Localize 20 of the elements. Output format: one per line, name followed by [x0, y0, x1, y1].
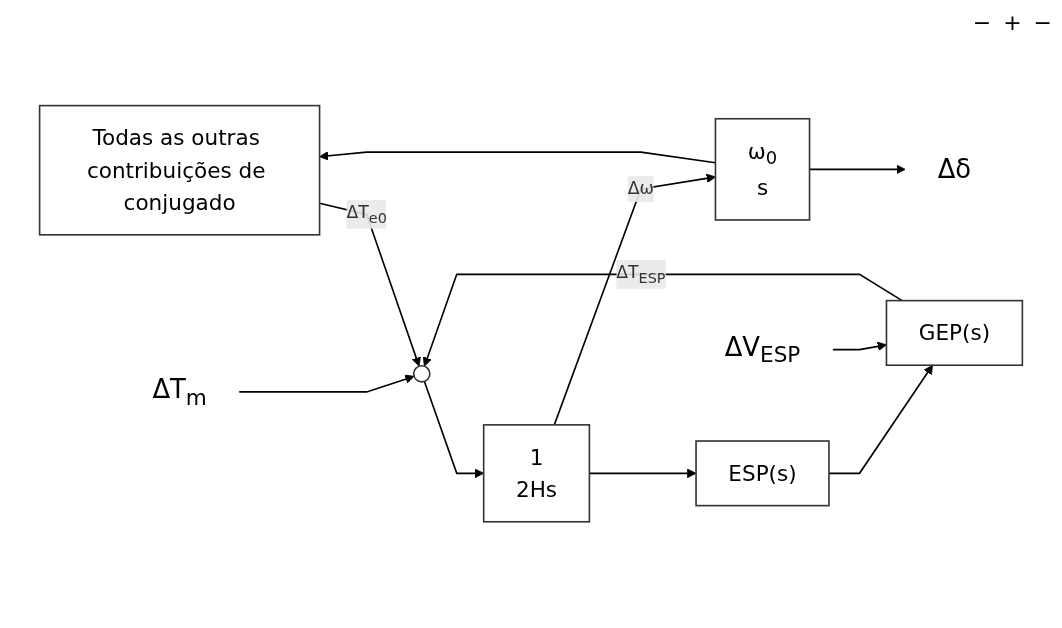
arrow	[828, 365, 933, 475]
arrow	[422, 273, 903, 367]
edge-label: Δω	[627, 178, 654, 199]
node-box: 1 2Hs	[482, 424, 591, 523]
node-box: ESP(s)	[695, 440, 830, 507]
node-circle	[412, 365, 431, 383]
node-text: ΔT$_{m}$	[152, 375, 207, 411]
sign-label: +	[1003, 10, 1022, 35]
node-box: Todas as outras contribuições de conjugado	[38, 105, 321, 236]
edge-label: ΔT$_{ESP}$	[616, 262, 666, 287]
sign-label: −	[1033, 10, 1052, 35]
edge-label: ΔT$_{e0}$	[346, 202, 387, 227]
sign-label: −	[972, 10, 992, 35]
arrow	[553, 173, 716, 426]
node-box: GEP(s)	[885, 300, 1024, 367]
node-text: Δδ	[937, 154, 972, 185]
arrow	[831, 342, 887, 352]
node-box: ω$_{0}$ s	[714, 118, 811, 222]
node-text: ΔV$_{ESP}$	[724, 332, 801, 369]
arrow	[238, 374, 415, 393]
